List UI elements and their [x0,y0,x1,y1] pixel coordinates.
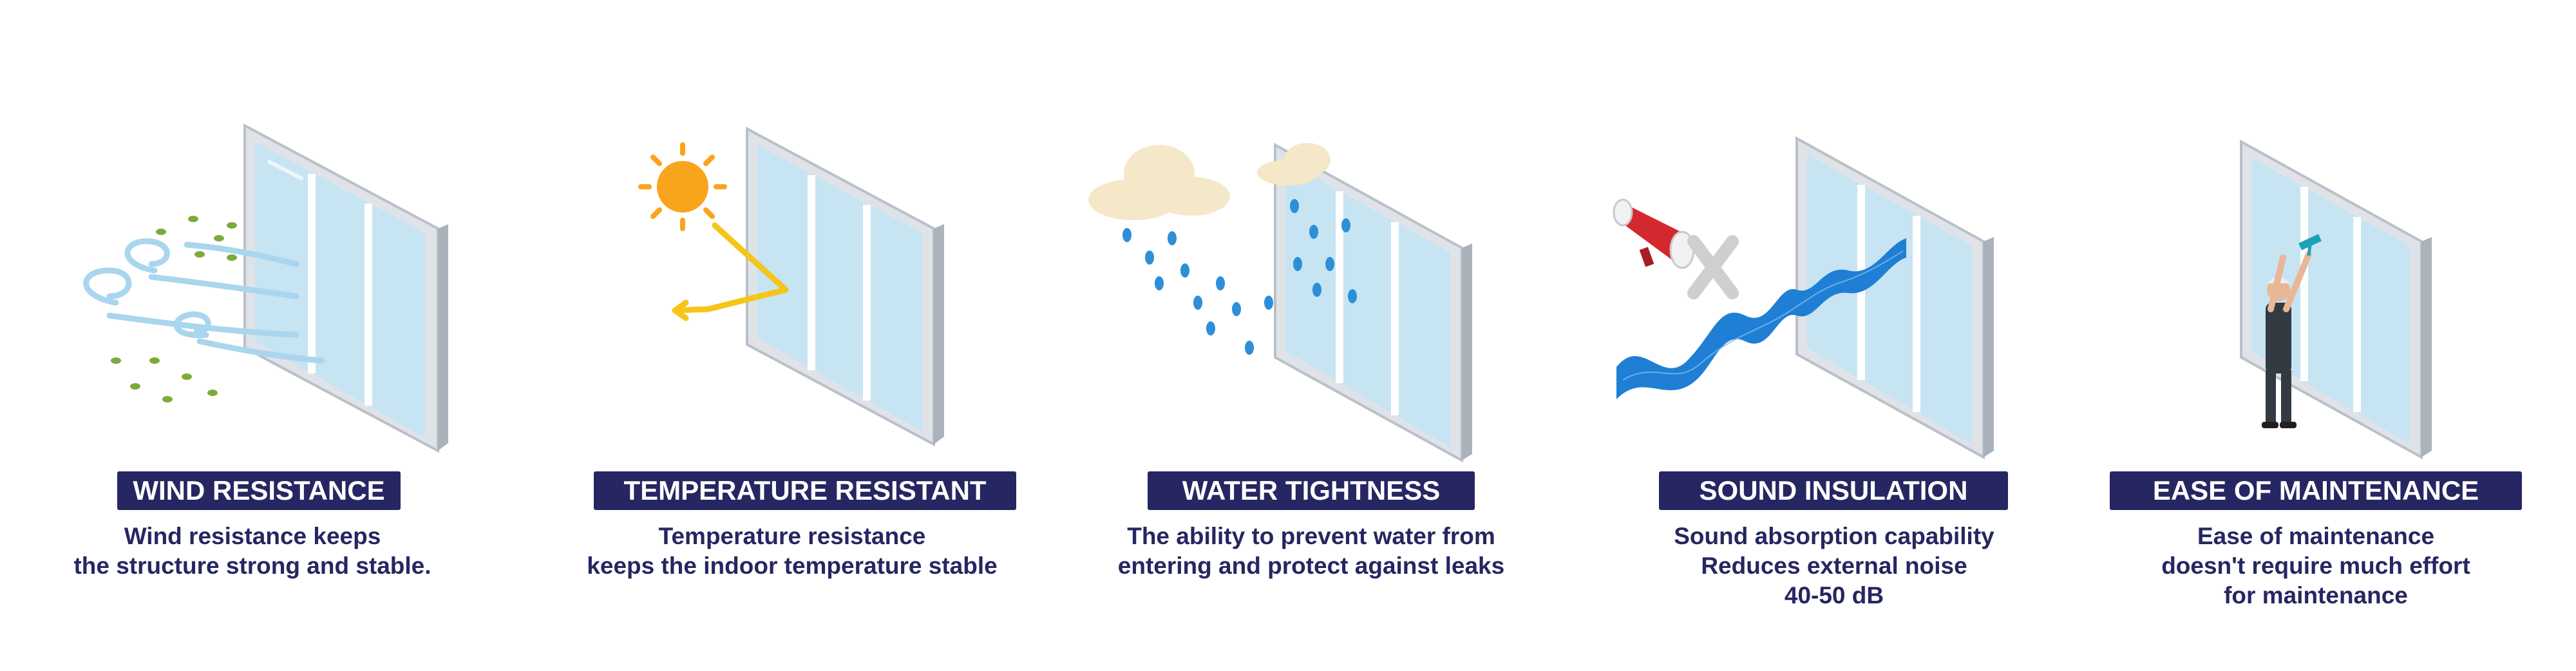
cloud-icon [1088,143,1331,220]
sound-wave-icon [1616,238,1906,399]
description-line: Wind resistance keeps [124,523,381,549]
wind-window-icon [39,0,554,464]
description-line: The ability to prevent water from [1127,523,1495,549]
wind-resistance-description: Wind resistance keeps the structure stro… [0,522,510,581]
temperature-resistant-description: Temperature resistance keeps the indoor … [535,522,1050,581]
window-icon [1274,142,1472,463]
wind-resistance-title: WIND RESISTANCE [117,471,401,510]
ease-of-maintenance-description: Ease of maintenance doesn't require much… [2058,522,2573,610]
rain-window-icon [1075,0,1591,464]
description-line: Reduces external noise [1701,553,1967,579]
cleaner-window-icon [2061,0,2576,464]
window-icon [243,123,448,453]
temperature-resistant-title: TEMPERATURE RESISTANT [594,471,1016,510]
description-line: entering and protect against leaks [1117,553,1505,579]
feature-temperature-resistant: TEMPERATURE RESISTANT Temperature resist… [547,0,1063,671]
description-line: Ease of maintenance [2197,523,2435,549]
sound-insulation-description: Sound absorption capability Reduces exte… [1577,522,2092,610]
feature-ease-of-maintenance: EASE OF MAINTENANCE Ease of maintenance … [2061,0,2576,671]
description-line: doesn't require much effort [2161,553,2470,579]
sun-window-icon [547,0,1063,464]
description-line: for maintenance [2224,582,2408,609]
water-tightness-description: The ability to prevent water from enteri… [1054,522,1569,581]
cleaner-person-icon [2262,234,2322,428]
sound-insulation-title: SOUND INSULATION [1659,471,2008,510]
feature-sound-insulation: SOUND INSULATION Sound absorption capabi… [1604,0,2119,671]
window-icon [746,126,944,447]
window-icon [1795,136,1994,460]
description-line: keeps the indoor temperature stable [587,553,998,579]
water-tightness-title: WATER TIGHTNESS [1148,471,1475,510]
cross-icon [1687,235,1739,299]
feature-water-tightness: WATER TIGHTNESS The ability to prevent w… [1075,0,1591,671]
feature-wind-resistance: WIND RESISTANCE Wind resistance keeps th… [39,0,554,671]
ease-of-maintenance-title: EASE OF MAINTENANCE [2110,471,2522,510]
description-line: Sound absorption capability [1674,523,1994,549]
description-line: Temperature resistance [658,523,926,549]
description-line: 40-50 dB [1784,582,1884,609]
sun-icon [638,142,727,231]
description-line: the structure strong and stable. [73,553,431,579]
megaphone-window-icon [1604,0,2119,464]
megaphone-icon [1613,198,1695,269]
